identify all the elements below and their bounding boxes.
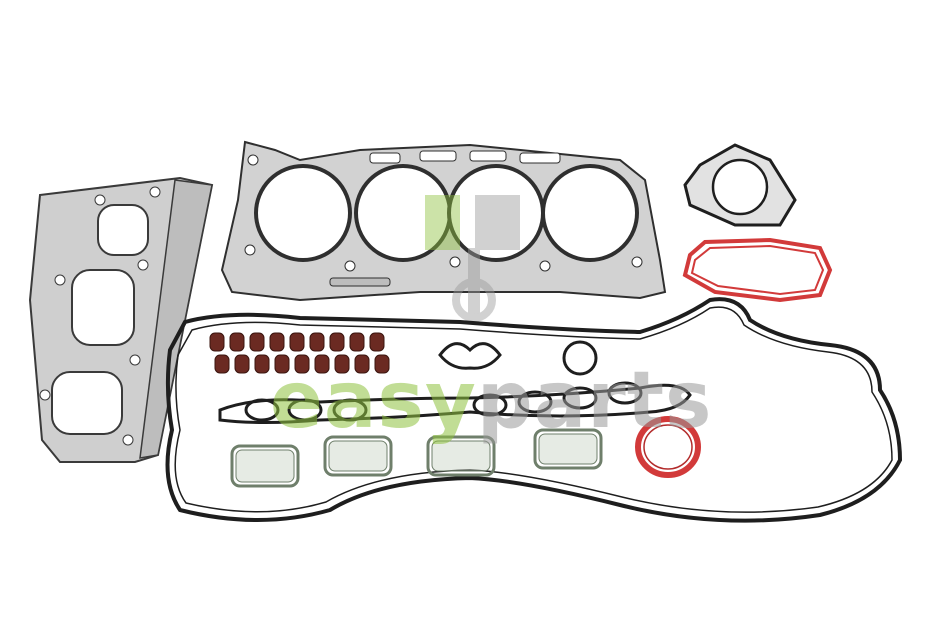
intake-seals [230, 428, 603, 488]
flange-gasket [683, 143, 797, 227]
watermark-word-easy: easy [270, 356, 477, 446]
red-rubber-seal [682, 237, 833, 303]
plug-tube-seal-chain [218, 381, 692, 424]
exhaust-manifold-gasket [28, 176, 214, 463]
watermark-text: easyparts [270, 362, 712, 440]
valve-stem-seals [209, 332, 390, 374]
watermark-word-parts: parts [476, 356, 713, 446]
watermark-logo-icon [425, 195, 520, 322]
cylinder-head-gasket [220, 140, 667, 302]
small-seals [438, 340, 598, 376]
valve-cover-gasket [165, 297, 903, 523]
red-o-ring [635, 416, 701, 478]
